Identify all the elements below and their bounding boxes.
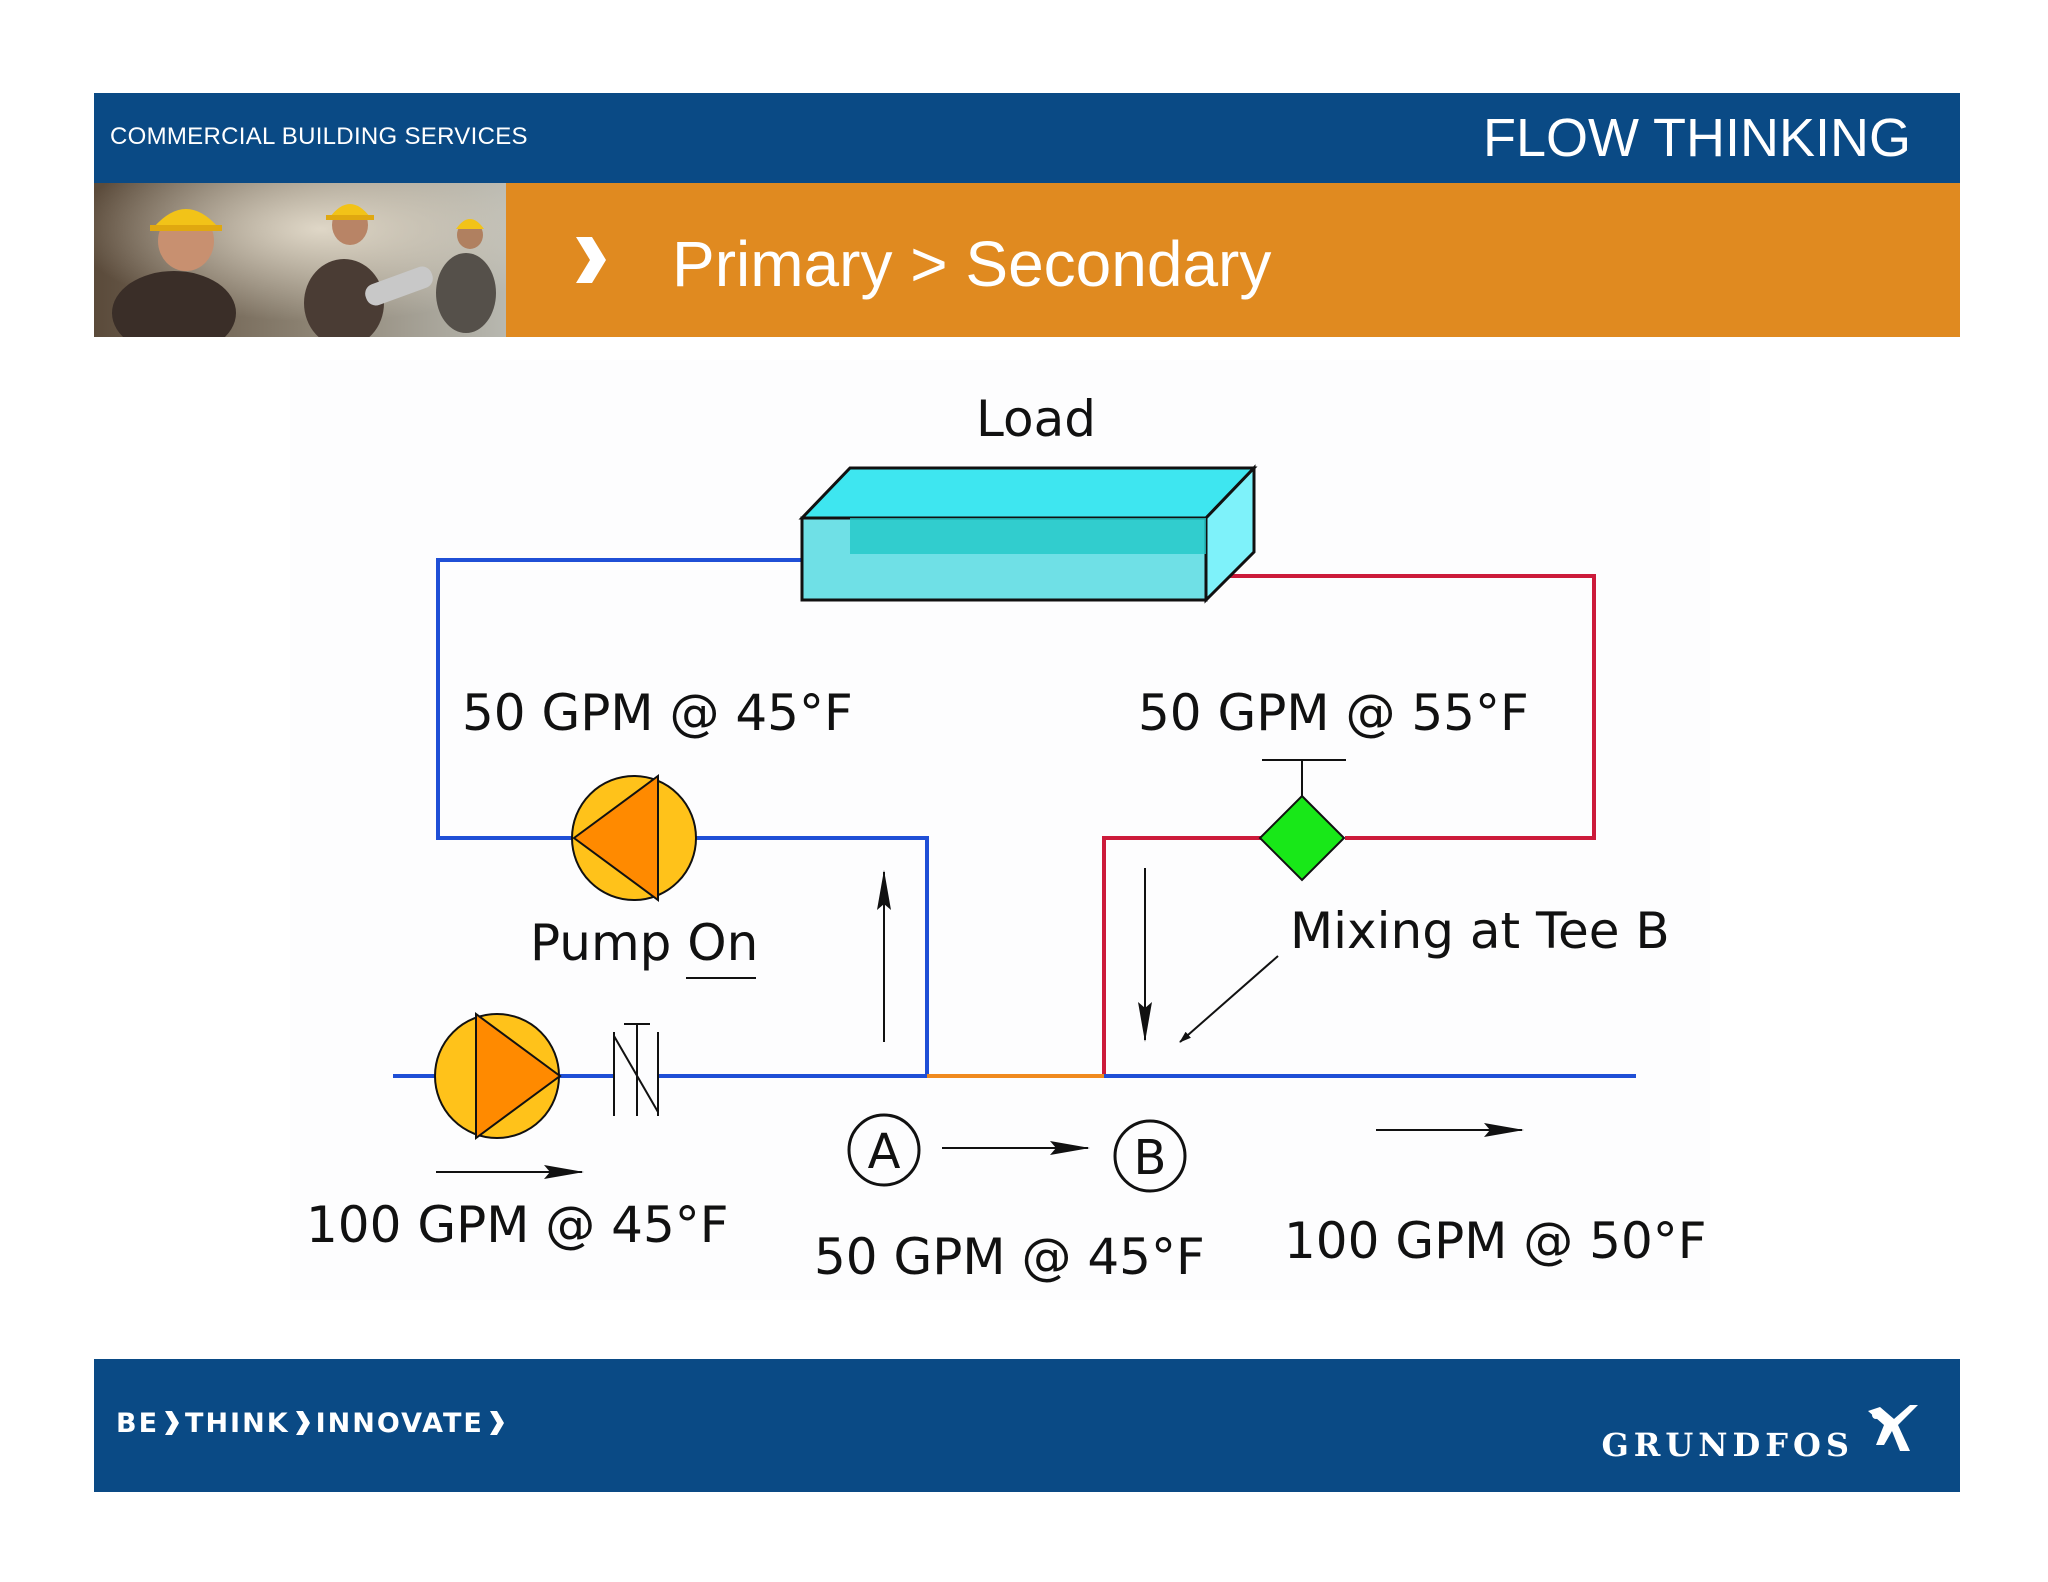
primary-pump-icon — [434, 1012, 562, 1140]
brand-wordmark: GRUNDFOS — [1601, 1426, 1854, 1464]
workers-photo — [94, 183, 506, 337]
division-label: COMMERCIAL BUILDING SERVICES — [110, 123, 528, 150]
chevron-right-icon — [489, 1411, 504, 1435]
tee-a-marker — [847, 1113, 921, 1187]
secondary-pump-icon — [571, 774, 697, 902]
return-flow-label: 50 GPM @ 55°F — [1138, 684, 1529, 742]
mixing-label: Mixing at Tee B — [1290, 902, 1670, 960]
tagline-think: THINK — [185, 1407, 290, 1439]
mixing-pointer-arrow — [1179, 955, 1279, 1043]
tee-a-label: A — [868, 1124, 901, 1180]
flow-thinking-label: FLOW THINKING — [1482, 108, 1911, 168]
header-bar: COMMERCIAL BUILDING SERVICES FLOW THINKI… — [94, 93, 1960, 183]
primary-in-label: 100 GPM @ 45°F — [306, 1196, 729, 1254]
secondary-return-pipe — [1230, 574, 1596, 840]
footer-bar: BE THINK INNOVATE GRUNDFOS — [94, 1359, 1960, 1492]
grundfos-logo: GRUNDFOS — [1601, 1395, 1926, 1465]
tagline-innovate: INNOVATE — [315, 1407, 484, 1439]
tagline: BE THINK INNOVATE — [116, 1403, 510, 1443]
tee-b-label: B — [1134, 1130, 1167, 1186]
slide-title: Primary > Secondary — [672, 228, 1272, 300]
tee-b-marker — [1113, 1119, 1187, 1193]
supply-flow-label: 50 GPM @ 45°F — [462, 684, 853, 742]
title-bar: Primary > Secondary — [94, 183, 1960, 337]
primary-out-label: 100 GPM @ 50°F — [1284, 1212, 1707, 1270]
chevron-right-icon — [165, 1411, 180, 1435]
load-coil-icon — [798, 464, 1258, 604]
secondary-supply-pipe — [436, 558, 802, 840]
chevron-right-icon — [576, 237, 606, 283]
control-valve-icon — [1258, 759, 1346, 882]
load-label: Load — [976, 390, 1096, 448]
secondary-supply-pipe-riser — [696, 836, 929, 1076]
pump-on-label: Pump On — [530, 914, 758, 972]
secondary-return-pipe-drop — [1102, 836, 1261, 1076]
chevron-right-icon — [295, 1411, 310, 1435]
bypass-flow-label: 50 GPM @ 45°F — [814, 1228, 1205, 1286]
grundfos-man-icon — [1868, 1405, 1918, 1451]
check-valve-icon — [613, 1023, 659, 1116]
tagline-be: BE — [116, 1407, 160, 1439]
